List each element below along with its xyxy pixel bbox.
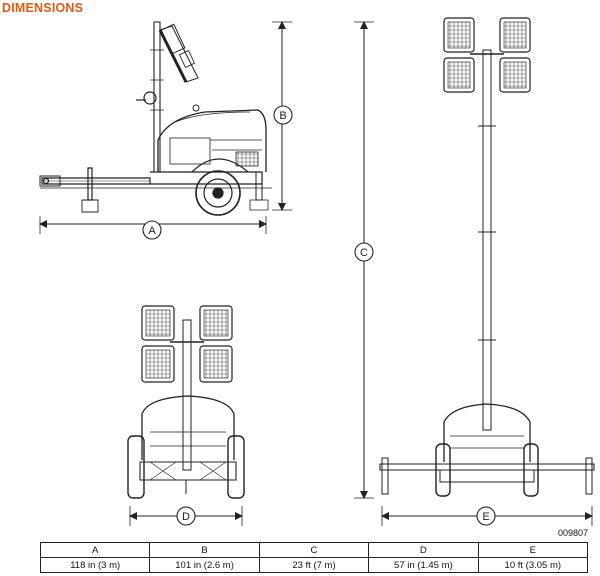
table-value-cell: 10 ft (3.05 m) xyxy=(477,557,589,573)
callout-a-bubble xyxy=(142,220,162,240)
table-value-cell: 101 in (2.6 m) xyxy=(149,557,260,573)
callout-e: E xyxy=(482,511,489,523)
side-view xyxy=(39,21,292,234)
table-header-cell: B xyxy=(149,542,260,558)
callout-b: B xyxy=(279,110,286,122)
callout-d-bubble xyxy=(176,506,196,526)
rear-view xyxy=(127,305,245,526)
callout-c-bubble xyxy=(354,242,374,262)
figure-code: 009807 xyxy=(557,528,588,538)
callout-c: C xyxy=(360,247,368,259)
callout-e-bubble xyxy=(476,506,496,526)
extended-view xyxy=(354,17,595,526)
table-header-row: A B C D E xyxy=(39,542,589,558)
table-header-cell: C xyxy=(258,542,370,558)
page-title: DIMENSIONS xyxy=(2,1,84,15)
table-header-cell: D xyxy=(368,542,479,558)
dimensions-table: A B C D E 118 in (3 m) 101 in (2.6 m) 23… xyxy=(39,542,589,573)
table-header-cell: E xyxy=(477,542,589,558)
callout-d: D xyxy=(182,511,190,523)
table-value-cell: 57 in (1.45 m) xyxy=(368,557,479,573)
table-value-row: 118 in (3 m) 101 in (2.6 m) 23 ft (7 m) … xyxy=(39,557,589,573)
table-header-cell: A xyxy=(39,542,151,558)
callout-b-bubble xyxy=(273,105,293,125)
table-value-cell: 23 ft (7 m) xyxy=(258,557,370,573)
table-value-cell: 118 in (3 m) xyxy=(39,557,151,573)
callout-a: A xyxy=(148,225,156,237)
